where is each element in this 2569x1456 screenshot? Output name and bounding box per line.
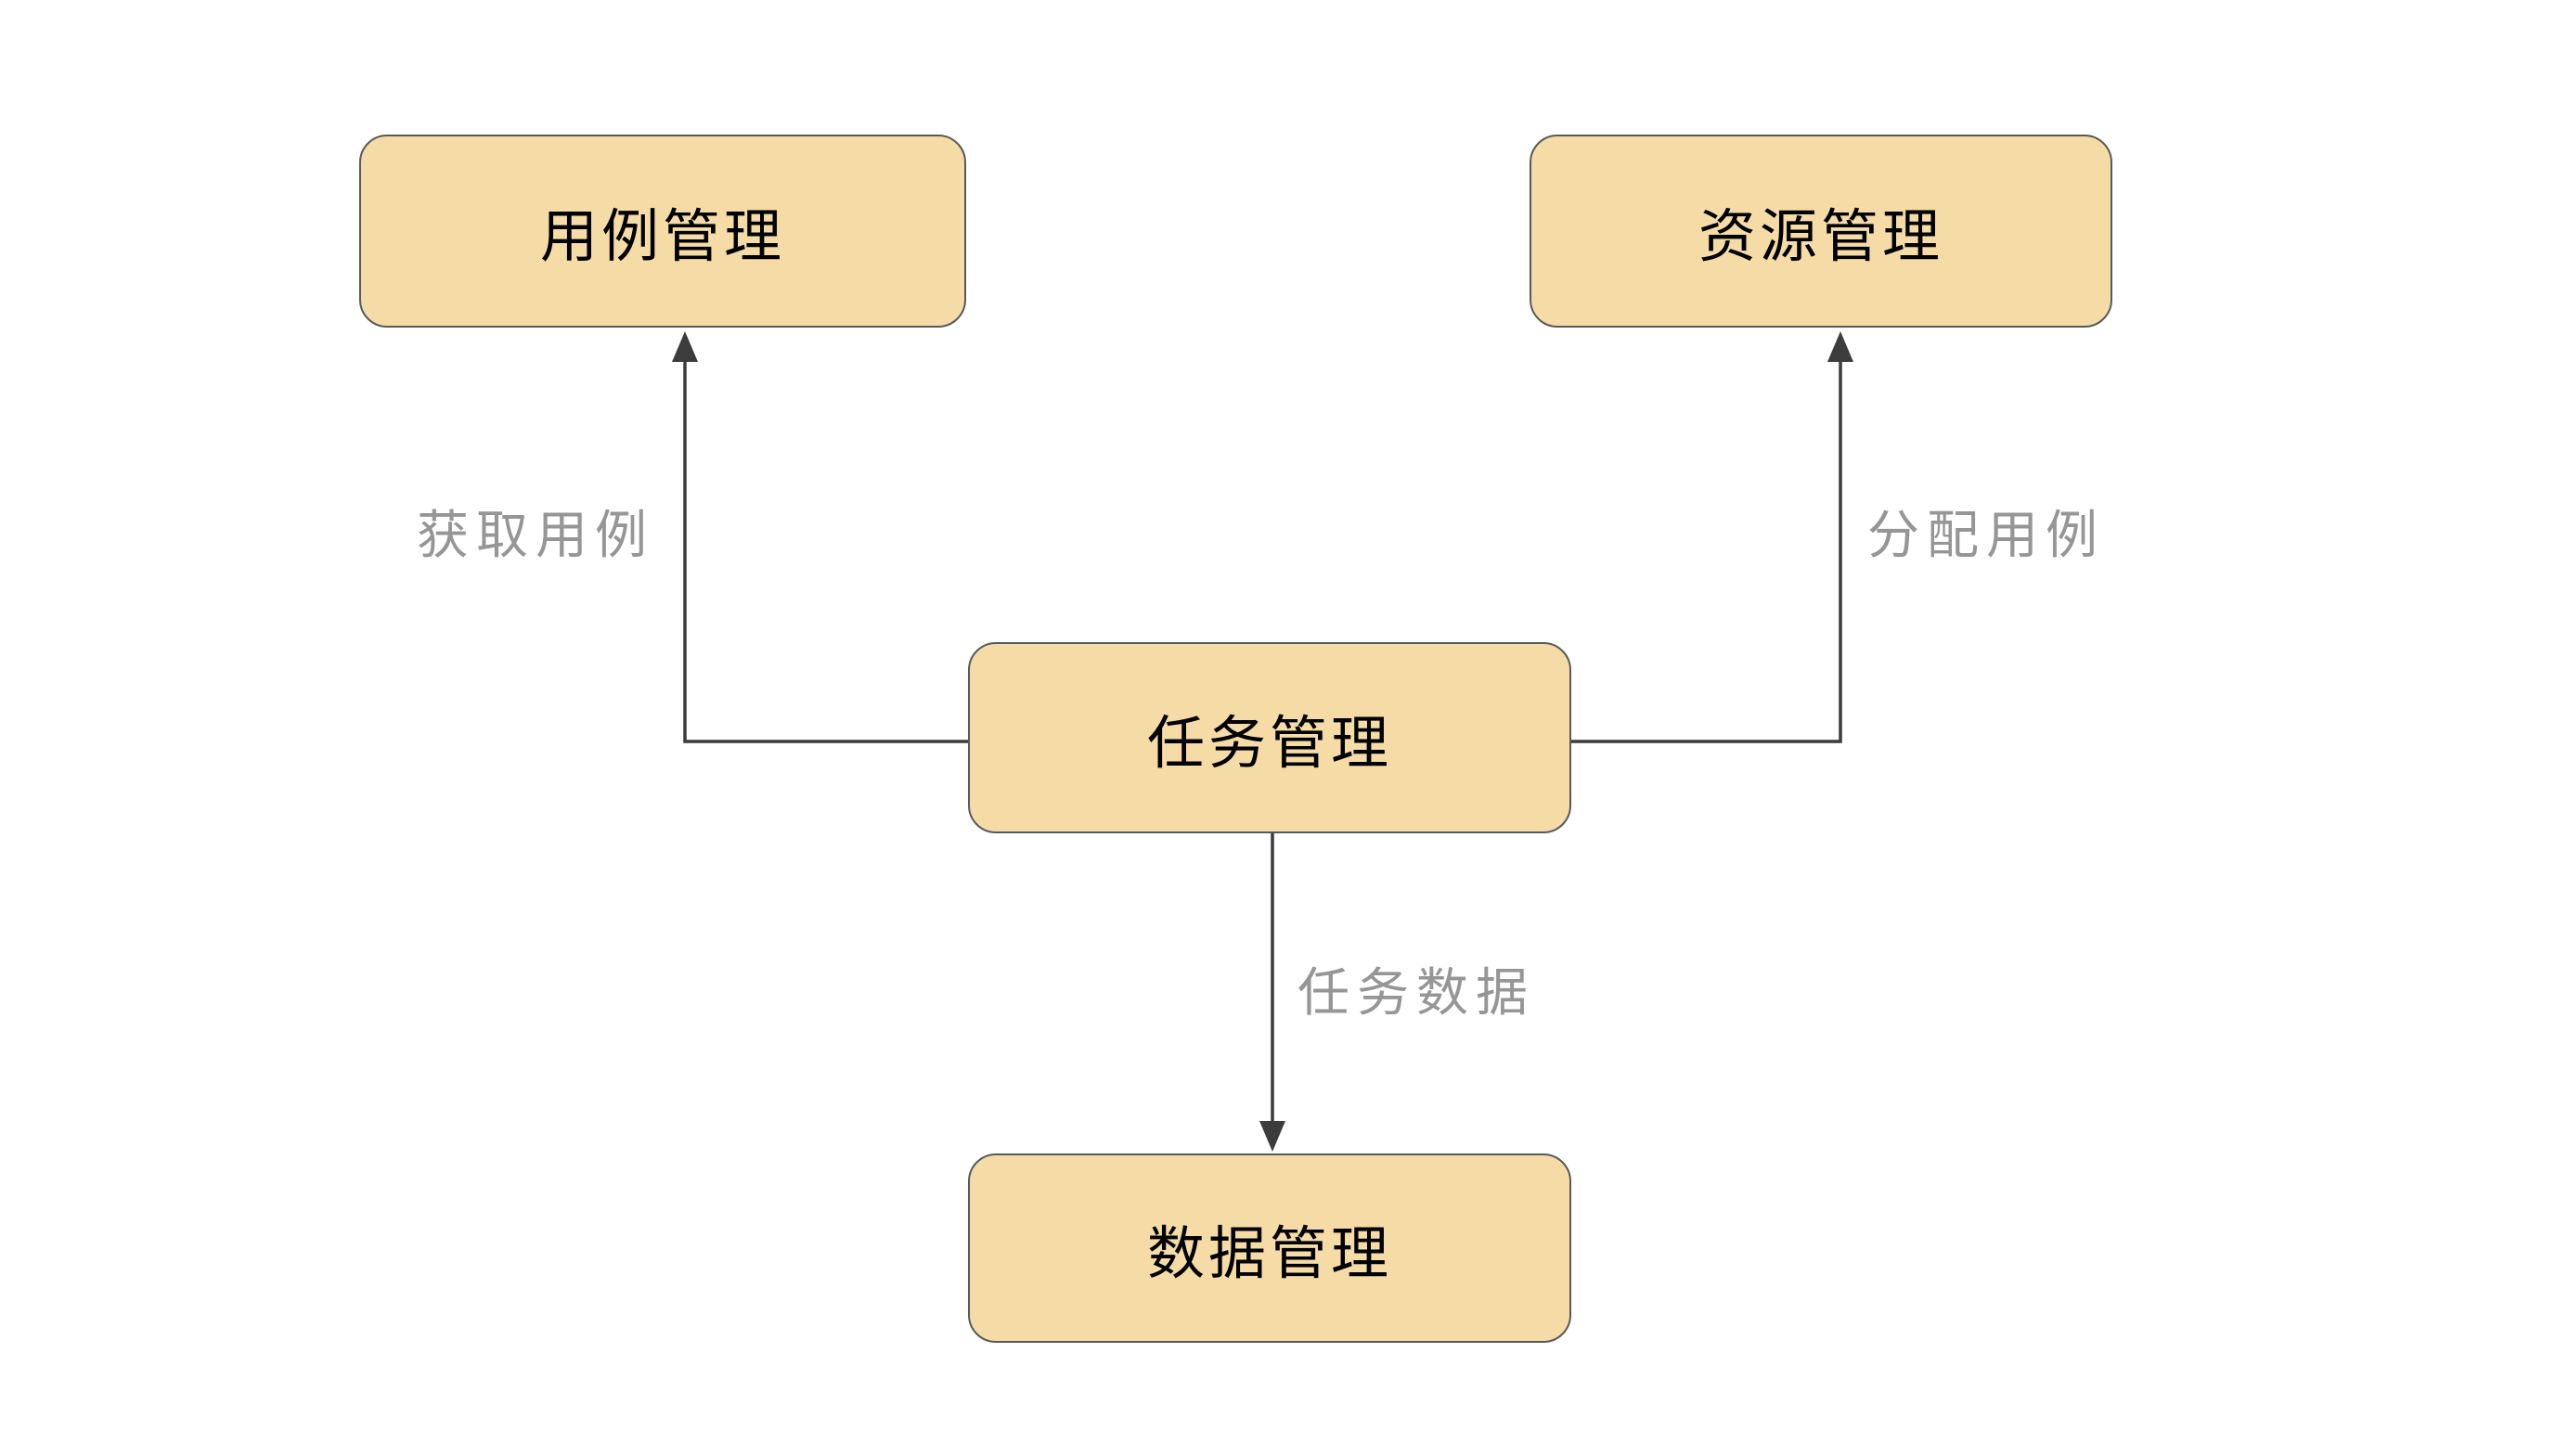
node-usecase-management: 用例管理 <box>359 135 966 328</box>
node-resource-label: 资源管理 <box>1698 205 1943 269</box>
edge-label-get-usecase: 获取用例 <box>417 506 654 564</box>
node-task-label: 任务管理 <box>1146 712 1392 776</box>
arrowhead-down-icon <box>1259 1121 1285 1152</box>
edge-label-assign-usecase: 分配用例 <box>1867 506 2105 564</box>
edge-label-task-data: 任务数据 <box>1297 963 1535 1022</box>
node-data-management: 数据管理 <box>968 1153 1571 1343</box>
node-task-management: 任务管理 <box>968 642 1571 833</box>
edge-task-to-data <box>1259 833 1285 1152</box>
node-resource-management: 资源管理 <box>1530 135 2112 328</box>
edge-task-to-usecase <box>672 331 968 743</box>
node-usecase-label: 用例管理 <box>539 205 785 269</box>
node-data-label: 数据管理 <box>1146 1222 1392 1286</box>
arrowhead-up-icon <box>1827 331 1853 362</box>
edge-task-to-resource <box>1571 331 1853 743</box>
arrowhead-up-icon <box>672 331 698 362</box>
